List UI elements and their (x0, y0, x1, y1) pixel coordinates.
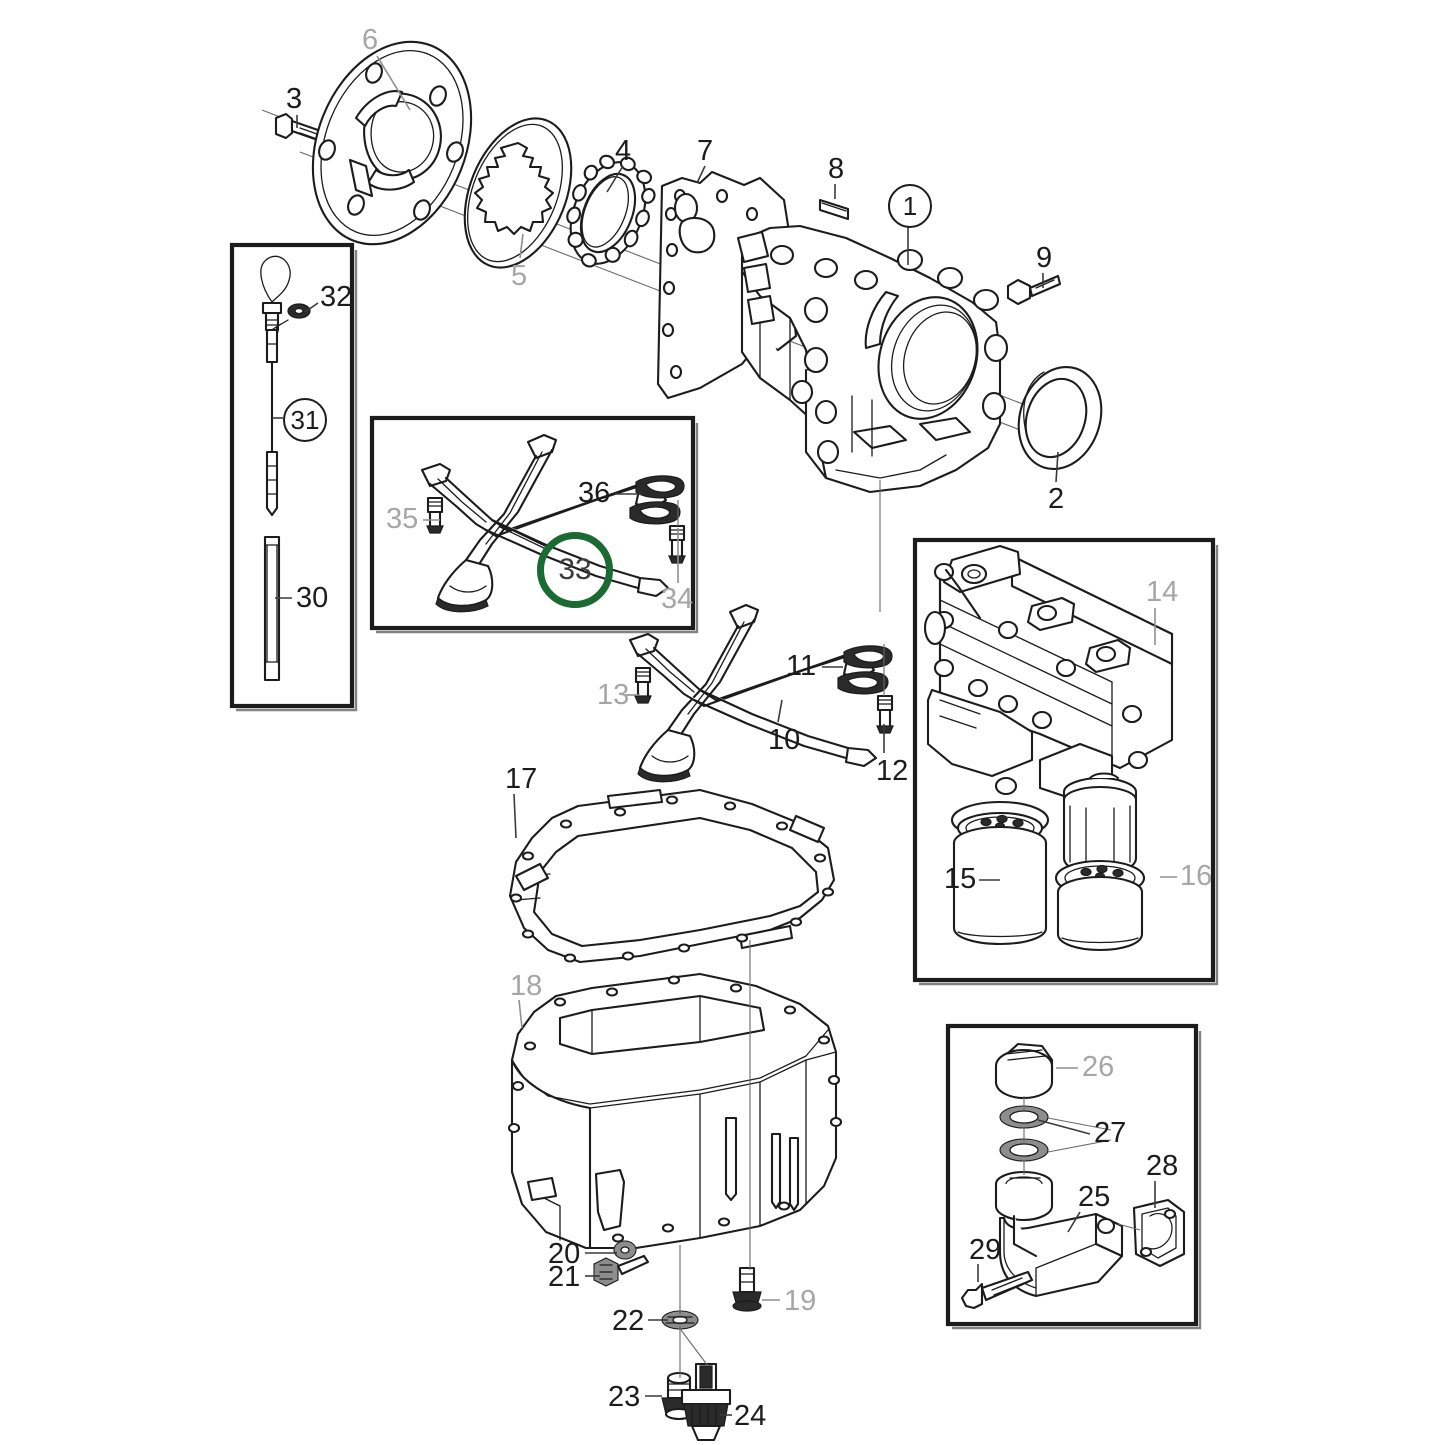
callout-label-24: 24 (734, 1400, 767, 1432)
part-36-gasket-pair (629, 475, 685, 525)
callout-label-32: 32 (320, 281, 353, 313)
circled-callout-31: 31 (283, 398, 327, 442)
circled-callout-1: 1 (888, 184, 932, 228)
part-21-bolt (593, 1254, 650, 1287)
part-13-bolt (634, 666, 652, 704)
callout-label-30: 30 (296, 582, 329, 614)
part-5-pump-plate (463, 117, 573, 269)
leader-line-7 (696, 165, 706, 184)
leader-line-18 (518, 999, 523, 1029)
callout-label-18: 18 (510, 970, 543, 1002)
part-8-dowel-pin (818, 198, 850, 221)
callout-leader-lines (272, 55, 1177, 1416)
callout-label-9: 9 (1036, 242, 1053, 274)
leader-line-5 (519, 233, 524, 259)
callout-label-3: 3 (286, 83, 303, 115)
part-22-sealing-washer (661, 1310, 699, 1330)
panel-frames (229, 242, 1219, 1330)
part-9-bolt (1006, 274, 1062, 306)
callout-label-11: 11 (786, 650, 817, 682)
leader-line-2 (1055, 451, 1059, 483)
callout-label-23: 23 (608, 1381, 641, 1413)
callout-label-6: 6 (362, 24, 379, 56)
part-32-dipstick-seal (272, 303, 311, 333)
callout-label-36: 36 (578, 477, 611, 509)
part-20-washer (613, 1240, 637, 1260)
spline-teeth (473, 141, 555, 236)
part-26-oil-filler-cap (994, 1042, 1054, 1100)
callout-label-14: 14 (1146, 576, 1179, 608)
part-10-oil-suction-pipe (628, 603, 878, 783)
highlighted-part-33-marker[interactable]: 33 (537, 532, 613, 608)
leader-line-4 (606, 165, 624, 193)
part-24-drain-valve (680, 1362, 732, 1442)
callout-label-5: 5 (511, 260, 528, 292)
callout-label-25: 25 (1078, 1181, 1111, 1213)
callout-label-17: 17 (505, 763, 538, 795)
callout-label-20: 20 (548, 1238, 581, 1270)
callout-label-12: 12 (876, 755, 909, 787)
part-27-o-ring-seals (999, 1105, 1049, 1162)
callout-label-35: 35 (386, 503, 419, 535)
leader-line-25 (1067, 1211, 1081, 1233)
callout-label-8: 8 (828, 153, 845, 185)
gasket-bolt-holes (509, 795, 835, 963)
leader-line-17 (513, 793, 517, 839)
leader-line-27 (1037, 1119, 1091, 1135)
alignment-guides (677, 480, 1141, 1378)
callout-label-16: 16 (1180, 860, 1213, 892)
callout-label-26: 26 (1082, 1051, 1115, 1083)
callout-label-13: 13 (597, 679, 630, 711)
part-34-bolt (668, 524, 686, 564)
callout-label-15: 15 (944, 863, 977, 895)
callout-label-22: 22 (612, 1305, 645, 1337)
leader-line-6 (376, 55, 411, 111)
part-11-gasket-pair (837, 645, 893, 695)
housing-bolt-bosses (769, 244, 1009, 465)
part-35-bolt (426, 496, 444, 534)
part-12-bolt (876, 694, 894, 734)
pan-flange-holes (507, 975, 843, 1243)
part-28-flange-gasket (1132, 1198, 1186, 1268)
leader-line-32 (304, 302, 319, 313)
part-14-oil-cooler-housing (923, 544, 1174, 802)
callout-label-28: 28 (1146, 1150, 1179, 1182)
part-15-oil-filter (950, 800, 1050, 946)
part-4-rotor-gear (566, 154, 656, 268)
part-31-dipstick (260, 255, 291, 517)
part-16-oil-filter (1054, 772, 1146, 952)
part-19-bolt (732, 1266, 762, 1312)
callout-label-10: 10 (768, 724, 801, 756)
filler-neck (994, 1170, 1054, 1222)
part-2-crankshaft-seal (1017, 365, 1103, 471)
callout-label-7: 7 (697, 135, 714, 167)
part-6-pulley-hub (311, 40, 473, 246)
callout-label-2: 2 (1048, 483, 1065, 515)
leader-line-10 (777, 699, 783, 723)
callout-label-21: 21 (548, 1261, 581, 1293)
part-1-oil-pump-housing (736, 224, 1009, 494)
part-17-oil-pan-gasket (508, 788, 836, 964)
callout-label-27: 27 (1094, 1117, 1127, 1149)
callout-label-19: 19 (784, 1285, 817, 1317)
part-18-oil-pan (507, 972, 843, 1250)
part-30-dipstick-tube (263, 535, 281, 682)
callout-label-4: 4 (615, 135, 632, 167)
part-29-bolt (960, 1270, 1034, 1310)
callout-label-34: 34 (661, 583, 694, 615)
callout-label-29: 29 (969, 1234, 1002, 1266)
